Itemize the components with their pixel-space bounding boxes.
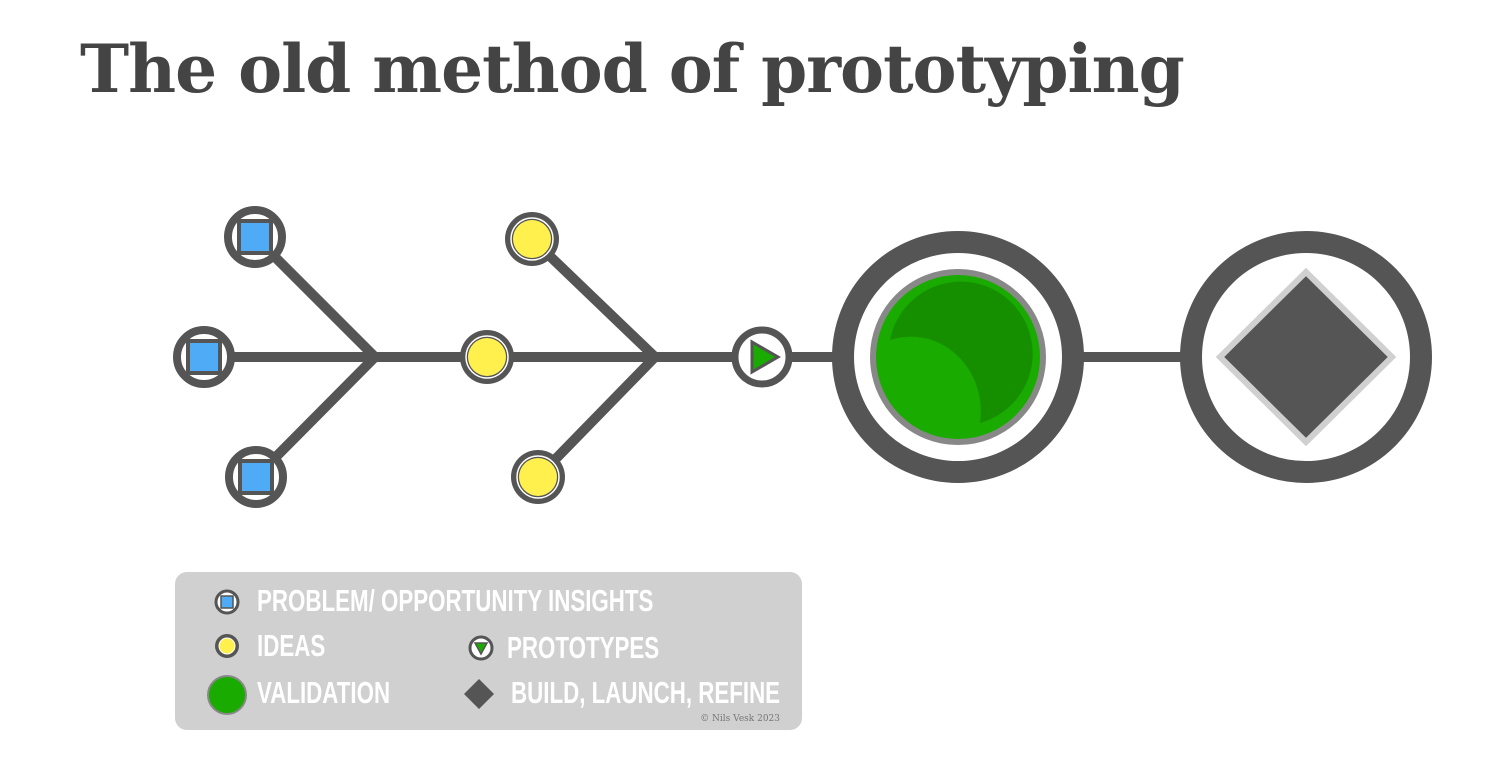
insight-node [224, 206, 286, 268]
green-triangle-node-icon [468, 635, 494, 661]
connector-line [528, 235, 659, 361]
prototype-node [731, 326, 793, 388]
blue-square-node-icon [214, 589, 240, 615]
connector-line [534, 353, 659, 481]
build-node [1180, 231, 1432, 483]
copyright: © Nils Vesk 2023 [700, 714, 780, 724]
legend-label-insights: PROBLEM/ OPPORTUNITY INSIGHTS [257, 583, 654, 618]
insight-node [173, 326, 235, 388]
page-title: The old method of prototyping [80, 30, 1185, 108]
green-circle-icon [207, 675, 247, 715]
legend-label-ideas: IDEAS [257, 628, 326, 663]
legend-label-prototypes: PROTOTYPES [507, 630, 660, 665]
idea-node [505, 212, 559, 266]
legend: PROBLEM/ OPPORTUNITY INSIGHTS IDEAS PROT… [175, 572, 802, 730]
legend-label-build: BUILD, LAUNCH, REFINE [511, 675, 781, 710]
validation-node [832, 231, 1084, 483]
idea-node [511, 450, 565, 504]
yellow-circle-node-icon [215, 634, 239, 658]
legend-label-validation: VALIDATION [257, 675, 391, 710]
diamond-icon [464, 679, 494, 709]
insight-node [225, 446, 287, 508]
idea-node [460, 330, 514, 384]
